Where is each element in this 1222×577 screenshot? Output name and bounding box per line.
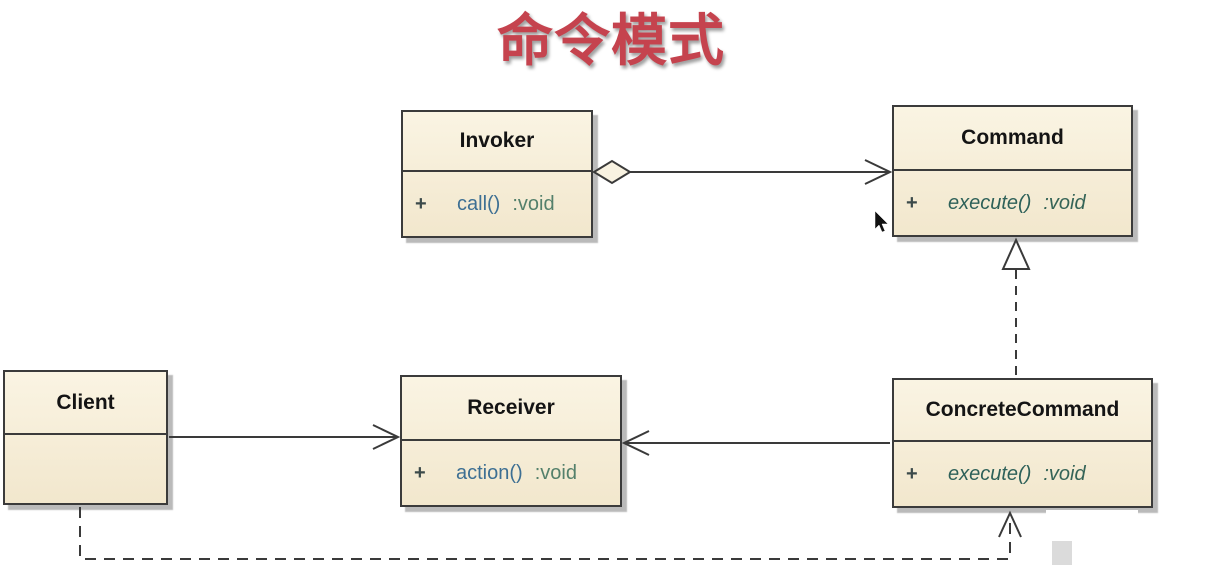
aggregation-connector xyxy=(592,159,893,185)
class-name-client: Client xyxy=(5,372,166,435)
erased-shadow-artifact xyxy=(1046,510,1138,522)
method-name: call() xyxy=(457,192,501,215)
method-return-type: :void xyxy=(512,192,555,215)
member-call: + call() :void xyxy=(403,193,591,216)
method-return-type: :void xyxy=(1043,191,1086,214)
class-members-command: + execute() :void xyxy=(894,171,1131,235)
member-action: + action() :void xyxy=(402,462,620,485)
member-execute: + execute() :void xyxy=(894,463,1151,486)
class-box-concrete-command[interactable]: ConcreteCommand + execute() :void xyxy=(892,378,1153,508)
diagram-title: 命令模式 xyxy=(497,9,725,72)
method-name: execute() xyxy=(948,462,1032,485)
visibility-symbol: + xyxy=(906,191,918,214)
class-box-receiver[interactable]: Receiver + action() :void xyxy=(400,375,622,507)
method-return-type: :void xyxy=(534,461,577,484)
member-execute: + execute() :void xyxy=(894,192,1131,215)
realization-connector xyxy=(1001,237,1031,377)
association-client-receiver xyxy=(169,424,401,450)
visibility-symbol: + xyxy=(414,461,426,484)
method-name: action() xyxy=(456,461,523,484)
class-members-invoker: + call() :void xyxy=(403,172,591,236)
class-box-invoker[interactable]: Invoker + call() :void xyxy=(401,110,593,238)
class-name-concrete-command: ConcreteCommand xyxy=(894,380,1151,442)
class-name-receiver: Receiver xyxy=(402,377,620,441)
gray-smudge-artifact xyxy=(1052,541,1072,565)
visibility-symbol: + xyxy=(415,192,427,215)
mouse-cursor-icon xyxy=(874,210,889,233)
dependency-client-concrete xyxy=(79,507,1022,560)
class-name-command: Command xyxy=(894,107,1131,171)
class-members-receiver: + action() :void xyxy=(402,441,620,505)
method-return-type: :void xyxy=(1043,462,1086,485)
class-box-client[interactable]: Client xyxy=(3,370,168,505)
class-members-client xyxy=(5,435,166,503)
class-members-concrete-command: + execute() :void xyxy=(894,442,1151,506)
method-name: execute() xyxy=(948,191,1032,214)
class-name-invoker: Invoker xyxy=(403,112,591,172)
visibility-symbol: + xyxy=(906,462,918,485)
class-box-command[interactable]: Command + execute() :void xyxy=(892,105,1133,237)
association-concrete-receiver xyxy=(621,430,890,456)
